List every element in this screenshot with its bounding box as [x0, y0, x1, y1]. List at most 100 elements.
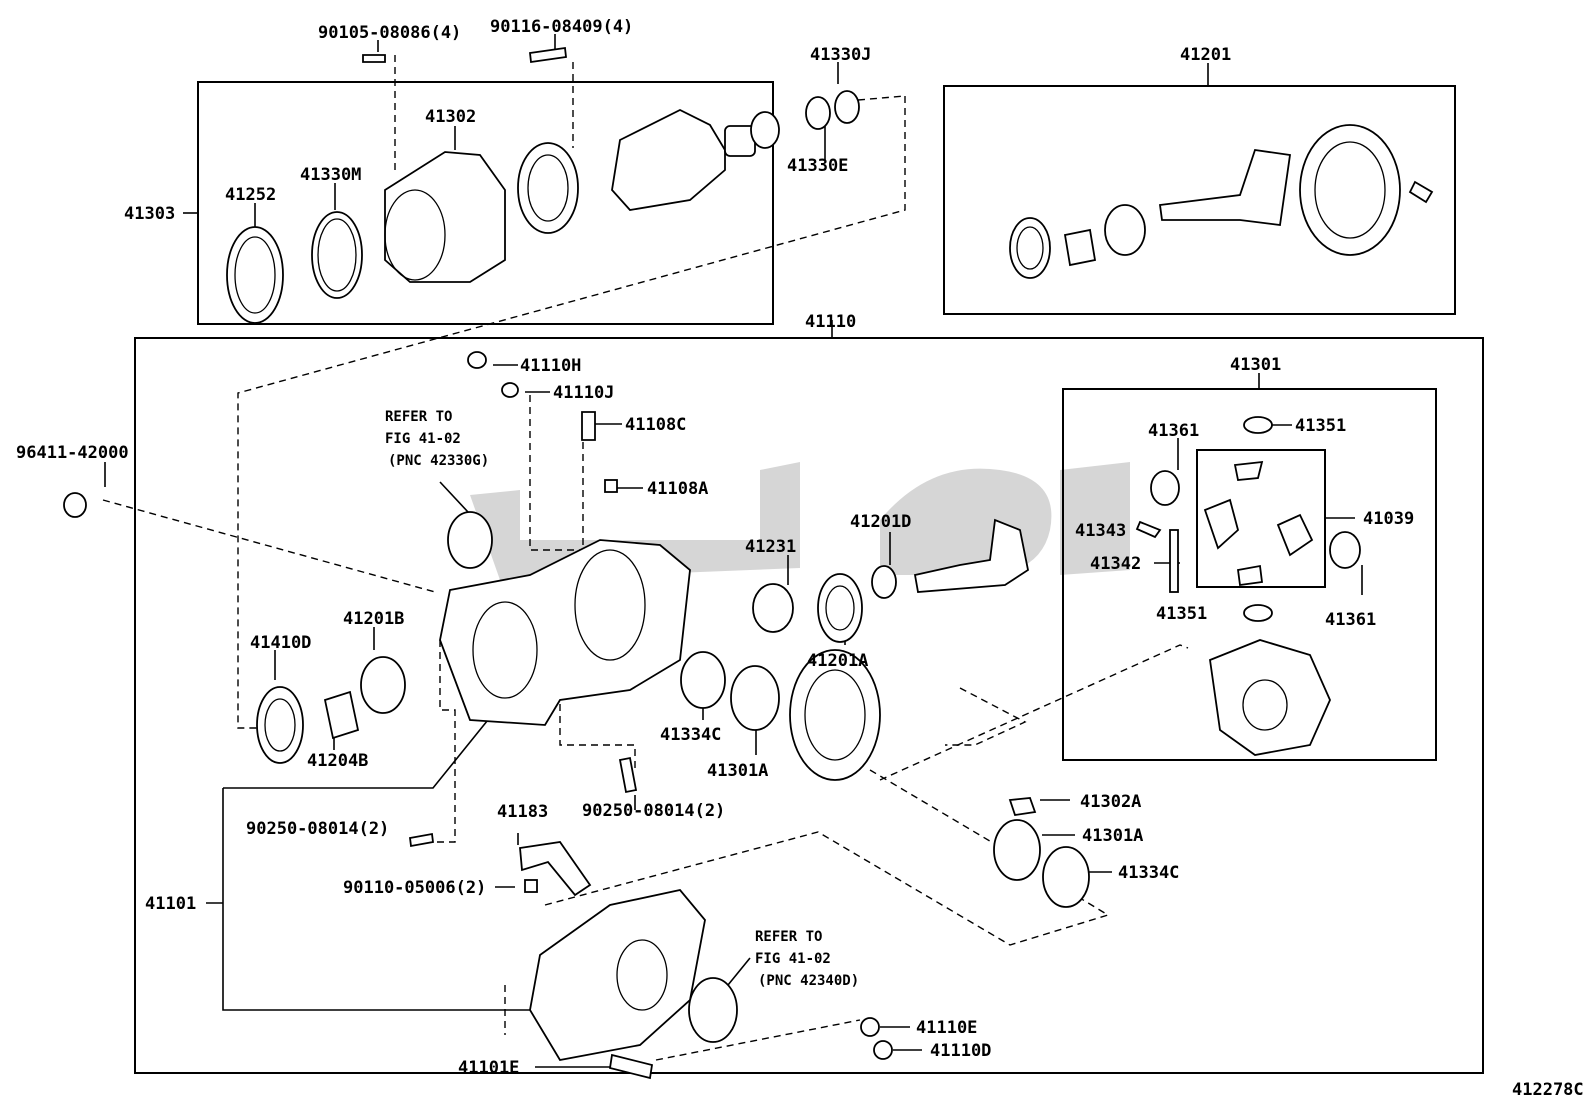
refer-note-bottom-line2: FIG 41-02	[755, 951, 831, 967]
shaft-41342-icon	[1169, 529, 1179, 593]
bolt-icon	[362, 54, 386, 63]
label-41183[interactable]: 41183	[497, 802, 548, 822]
label-41303[interactable]: 41303	[124, 204, 175, 224]
label-41231[interactable]: 41231	[745, 537, 796, 557]
label-41334C-a[interactable]: 41334C	[660, 725, 721, 745]
label-41361-b[interactable]: 41361	[1325, 610, 1376, 630]
label-41101[interactable]: 41101	[145, 894, 196, 914]
side-gear-icon	[1233, 460, 1264, 481]
washer-41361-b-icon	[1329, 531, 1361, 569]
pinion-b-icon	[1276, 513, 1314, 557]
label-41330J[interactable]: 41330J	[810, 45, 871, 65]
refer-note-top: REFER TO FIG 41-02 (PNC 42330G)	[385, 409, 489, 469]
bearing-41301A-icon	[730, 665, 780, 731]
label-41330E[interactable]: 41330E	[787, 156, 848, 176]
refer-note-bottom: REFER TO FIG 41-02 (PNC 42340D)	[755, 929, 859, 989]
o-ring-icon	[63, 492, 87, 518]
ring-gear-bolt-icon	[1408, 180, 1434, 204]
carrier-housing-icon	[439, 539, 691, 726]
side-gear-b-icon	[1236, 564, 1264, 587]
label-41301A-b[interactable]: 41301A	[1082, 826, 1143, 846]
label-41201A[interactable]: 41201A	[807, 651, 868, 671]
oil-seal-41252-icon	[226, 226, 284, 324]
label-41301A-a[interactable]: 41301A	[707, 761, 768, 781]
refer-note-top-leader	[439, 481, 469, 513]
spacer-icon	[1063, 228, 1097, 267]
box-41301	[1062, 388, 1437, 761]
bolt-41302A-icon	[1008, 797, 1037, 817]
label-90105[interactable]: 90105-08086(4)	[318, 23, 461, 43]
box-41201	[943, 85, 1456, 315]
label-41361-a[interactable]: 41361	[1148, 421, 1199, 441]
pin-41343-icon	[1135, 520, 1162, 539]
bracket-41183-icon	[519, 841, 592, 897]
label-41343[interactable]: 41343	[1075, 521, 1126, 541]
pinion-a-icon	[1203, 498, 1240, 550]
small-bearing-icon	[750, 111, 780, 149]
dashed-connectors	[102, 55, 1189, 1061]
label-41108C[interactable]: 41108C	[625, 415, 686, 435]
label-41342[interactable]: 41342	[1090, 554, 1141, 574]
box-41303	[197, 81, 774, 325]
label-41204B[interactable]: 41204B	[307, 751, 368, 771]
label-41110E[interactable]: 41110E	[916, 1018, 977, 1038]
label-41252[interactable]: 41252	[225, 185, 276, 205]
label-41110H[interactable]: 41110H	[520, 356, 581, 376]
refer-note-top-line3: (PNC 42330G)	[388, 453, 489, 469]
label-41302[interactable]: 41302	[425, 107, 476, 127]
washer-41330J-icon	[834, 90, 860, 124]
washer-41330E-icon	[805, 96, 831, 130]
label-41301[interactable]: 41301	[1230, 355, 1281, 375]
label-41351-b[interactable]: 41351	[1156, 604, 1207, 624]
label-41302A[interactable]: 41302A	[1080, 792, 1141, 812]
gasket-41110J-icon	[501, 382, 519, 398]
companion-flange-icon	[611, 108, 726, 211]
bearing-41201A-icon	[817, 573, 863, 643]
pin-icon	[618, 756, 638, 794]
bearing-icon	[517, 142, 579, 234]
cap-41108A-icon	[604, 479, 618, 493]
spacer-41204B-icon	[323, 690, 360, 740]
figure-code: 412278C	[1512, 1080, 1584, 1099]
diff-case-icon	[1209, 639, 1331, 756]
washer-41361-icon	[1150, 470, 1180, 506]
label-96411[interactable]: 96411-42000	[16, 443, 129, 463]
label-41330M[interactable]: 41330M	[300, 165, 361, 185]
part-graphics	[63, 46, 1434, 1080]
refer-note-top-line1: REFER TO	[385, 409, 452, 425]
seal-41334C-b-icon	[1042, 846, 1090, 908]
label-41334C-b[interactable]: 41334C	[1118, 863, 1179, 883]
label-41351-a[interactable]: 41351	[1295, 416, 1346, 436]
label-90110[interactable]: 90110-05006(2)	[343, 878, 486, 898]
pinion-gear-icon	[913, 518, 1030, 593]
bearing-41231-icon	[752, 583, 794, 633]
label-41201D[interactable]: 41201D	[850, 512, 911, 532]
stud-icon	[529, 46, 567, 64]
label-41101E[interactable]: 41101E	[458, 1058, 519, 1078]
label-41201B[interactable]: 41201B	[343, 609, 404, 629]
refer-note-bottom-leader	[727, 957, 751, 986]
refer-note-bottom-line1: REFER TO	[755, 929, 822, 945]
plug-41110H-icon	[467, 351, 487, 369]
label-41110J[interactable]: 41110J	[553, 383, 614, 403]
bearing-race-icon	[1104, 204, 1146, 256]
box-41110	[134, 337, 1484, 1074]
label-41410D[interactable]: 41410D	[250, 633, 311, 653]
label-41110[interactable]: 41110	[805, 312, 856, 332]
plug-41110D-icon	[873, 1040, 893, 1060]
label-41201[interactable]: 41201	[1180, 45, 1231, 65]
seal-41410D-icon	[256, 686, 304, 764]
snap-ring-41330M-icon	[311, 211, 363, 299]
refer-note-bottom-line3: (PNC 42340D)	[758, 973, 859, 989]
label-90250-b[interactable]: 90250-08014(2)	[246, 819, 389, 839]
refer-note-top-line2: FIG 41-02	[385, 431, 461, 447]
seal-icon	[1009, 217, 1051, 279]
label-90116[interactable]: 90116-08409(4)	[490, 17, 633, 37]
label-41039[interactable]: 41039	[1363, 509, 1414, 529]
label-90250-a[interactable]: 90250-08014(2)	[582, 801, 725, 821]
thrust-washer-b-icon	[1243, 604, 1273, 622]
bearing-41301A-b-icon	[993, 819, 1041, 881]
label-41110D[interactable]: 41110D	[930, 1041, 991, 1061]
label-41108A[interactable]: 41108A	[647, 479, 708, 499]
bolt-41101E-icon	[608, 1053, 654, 1080]
